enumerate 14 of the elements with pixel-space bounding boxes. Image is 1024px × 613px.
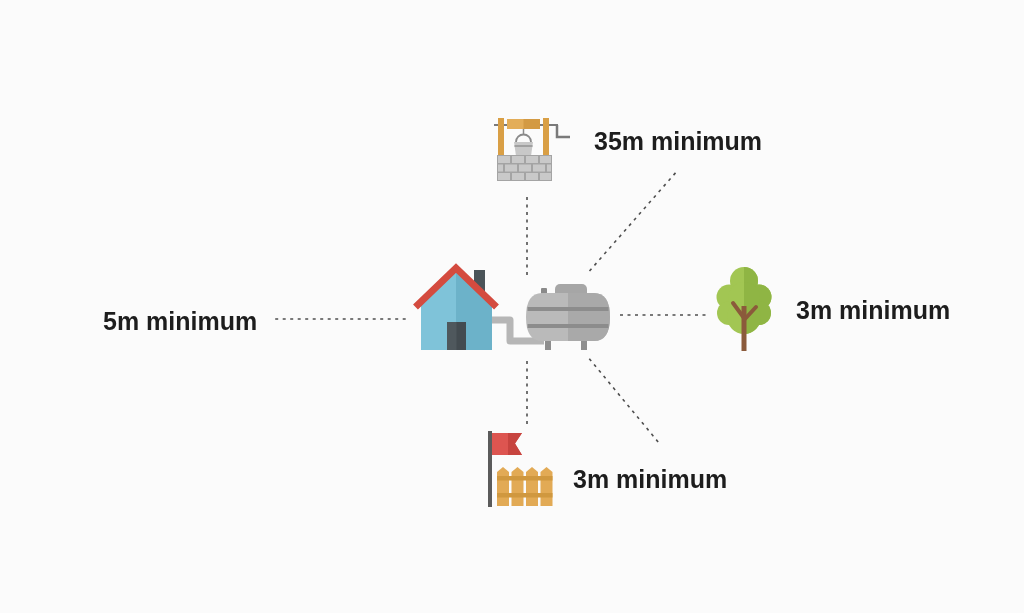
distance-label: 5m minimum: [103, 306, 258, 336]
well-icon: [494, 116, 572, 182]
dashed-line: [526, 360, 528, 426]
septic-tank-icon: [524, 283, 612, 351]
dashed-line: [619, 314, 708, 316]
distance-label: 3m minimum: [796, 295, 951, 325]
distance-label: 35m minimum: [594, 126, 763, 156]
pipe: [500, 316, 524, 345]
distance-label: 3m minimum: [573, 464, 728, 494]
dashed-line: [588, 357, 660, 444]
tree-icon: [716, 266, 772, 352]
fence-flag-icon: [486, 430, 556, 507]
house-icon: [412, 262, 500, 352]
dashed-line: [274, 318, 409, 320]
